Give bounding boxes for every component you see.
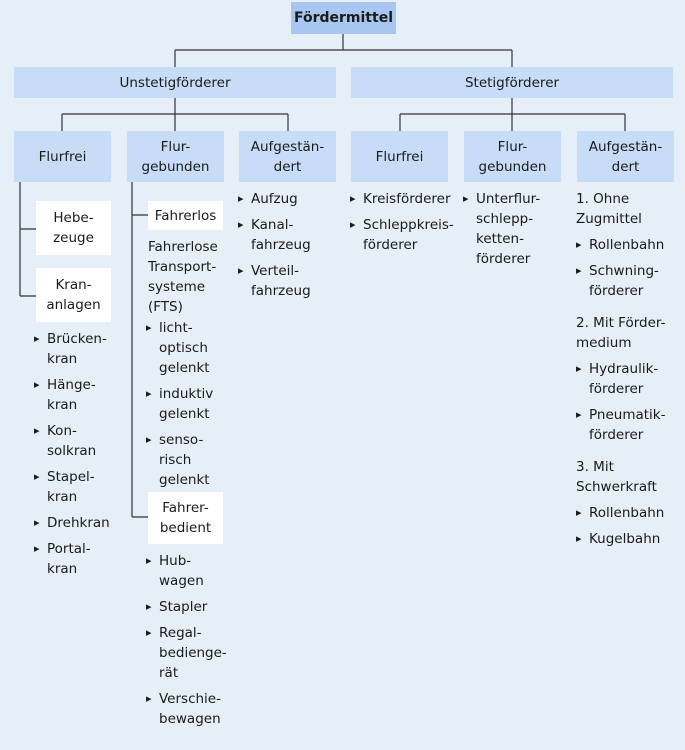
- krananlagen-box: Kran- anlagen: [36, 268, 111, 322]
- flurgebunden-tree-line: [131, 182, 148, 518]
- krananlagen-label: Kran- anlagen: [46, 277, 101, 313]
- stetigfoerderer-box: Stetigförderer: [351, 67, 673, 98]
- list-item: Schleppkreis- förderer: [350, 215, 455, 255]
- list-item: Stapler: [146, 597, 228, 617]
- unstetig-flurfrei-box: Flurfrei: [14, 131, 111, 182]
- list-item: Drehkran: [34, 513, 114, 533]
- stetig-aufgestaendert-box: Aufgestän- dert: [577, 131, 674, 182]
- fahrerlos-box: Fahrerlos: [148, 201, 223, 230]
- hebezeuge-box: Hebe- zeuge: [36, 201, 111, 255]
- list-item: Kugelbahn: [576, 529, 681, 549]
- list-item: Verschie- bewagen: [146, 689, 228, 729]
- unstetig-aufgestaendert-label: Aufgestän- dert: [250, 138, 325, 175]
- stetig-flurgebunden-box: Flur- gebunden: [464, 131, 561, 182]
- unstetigfoerderer-box: Unstetigförderer: [14, 67, 336, 98]
- list-item: Unterflur- schlepp- ketten- förderer: [463, 189, 563, 269]
- fts-description: Fahrerlose Transport- systeme (FTS): [148, 239, 218, 315]
- unstetig-connector: [61, 98, 289, 131]
- list-item: Aufzug: [238, 189, 333, 209]
- unstetig-aufgestaendert-list: Aufzug Kanal- fahrzeug Verteil- fahrzeug: [238, 189, 333, 301]
- list-item: induktiv gelenkt: [146, 384, 228, 424]
- hebezeuge-label: Hebe- zeuge: [53, 210, 94, 246]
- stetig-flurfrei-box: Flurfrei: [351, 131, 448, 182]
- kran-list: Brücken- kran Hänge- kran Kon- solkran S…: [34, 329, 114, 579]
- fahrerbedient-list: Hub- wagen Stapler Regal- bedienge- rät …: [146, 551, 228, 729]
- fahrerbedient-label: Fahrer- bedient: [159, 500, 212, 536]
- list-item: Hub- wagen: [146, 551, 228, 591]
- stetig-flurgebunden-list: Unterflur- schlepp- ketten- förderer: [463, 189, 563, 269]
- list-item: Kanal- fahrzeug: [238, 215, 333, 255]
- unstetig-flurgebunden-label: Flur- gebunden: [141, 138, 210, 175]
- group-title-mit-schwerkraft: 3. Mit Schwerkraft: [576, 459, 657, 495]
- list-item: Regal- bedienge- rät: [146, 623, 228, 683]
- stetig-flurgebunden-label: Flur- gebunden: [478, 138, 547, 175]
- list-item: Portal- kran: [34, 539, 114, 579]
- list-item: Hänge- kran: [34, 375, 114, 415]
- list-item: Schwning- förderer: [576, 261, 681, 301]
- fts-list: licht- optisch gelenkt induktiv gelenkt …: [146, 318, 228, 490]
- list-item: Kreisförderer: [350, 189, 455, 209]
- flurfrei-tree-line: [19, 182, 36, 297]
- list-item: Verteil- fahrzeug: [238, 261, 333, 301]
- list-item: licht- optisch gelenkt: [146, 318, 228, 378]
- unstetigfoerderer-label: Unstetigförderer: [119, 74, 231, 91]
- list-item: Stapel- kran: [34, 467, 114, 507]
- root-box: Fördermittel: [291, 2, 396, 34]
- group-title-mit-foerdermedium: 2. Mit Förder- medium: [576, 315, 666, 351]
- list-item: Pneumatik- förderer: [576, 405, 681, 445]
- stetig-flurfrei-list: Kreisförderer Schleppkreis- förderer: [350, 189, 455, 255]
- list-item: Hydraulik- förderer: [576, 359, 681, 399]
- list-item: Brücken- kran: [34, 329, 114, 369]
- unstetig-aufgestaendert-box: Aufgestän- dert: [239, 131, 336, 182]
- list-item: Rollenbahn: [576, 235, 681, 255]
- root-label: Fördermittel: [293, 10, 393, 26]
- stetig-aufgestaendert-label: Aufgestän- dert: [588, 138, 663, 175]
- list-item: Kon- solkran: [34, 421, 114, 461]
- unstetig-flurgebunden-box: Flur- gebunden: [127, 131, 224, 182]
- root-connector: [174, 34, 513, 67]
- stetig-aufgestaendert-list: 1. Ohne Zugmittel Rollenbahn Schwning- f…: [576, 189, 681, 549]
- stetigfoerderer-label: Stetigförderer: [464, 74, 560, 91]
- stetig-connector: [399, 98, 626, 131]
- fahrerbedient-box: Fahrer- bedient: [148, 492, 223, 544]
- fahrerlos-label: Fahrerlos: [154, 207, 217, 224]
- list-item: senso- risch gelenkt: [146, 430, 228, 490]
- stetig-flurfrei-label: Flurfrei: [375, 148, 424, 165]
- list-item: Rollenbahn: [576, 503, 681, 523]
- group-title-ohne-zugmittel: 1. Ohne Zugmittel: [576, 191, 642, 227]
- unstetig-flurfrei-label: Flurfrei: [38, 148, 87, 165]
